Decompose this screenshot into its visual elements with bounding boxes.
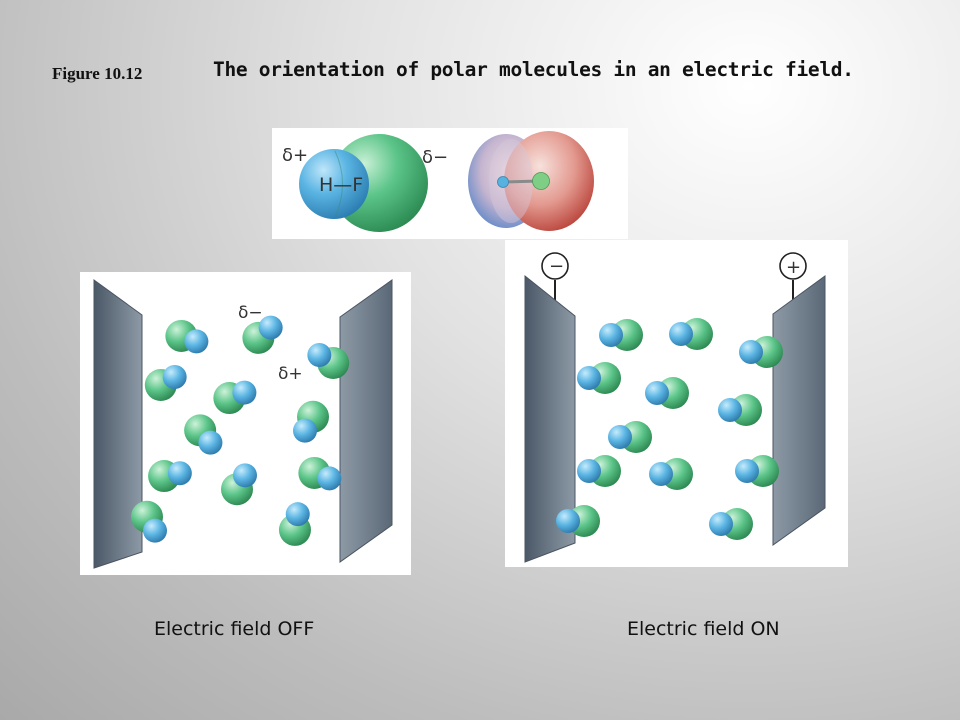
- negative-terminal: −: [541, 252, 569, 302]
- left-plate: [524, 274, 576, 563]
- hf-molecule: [278, 502, 311, 546]
- delta-plus-label: δ+: [282, 145, 308, 166]
- hydrogen-atom: [233, 463, 257, 488]
- hydrogen-atom: [307, 343, 332, 367]
- hydrogen-atom: [608, 425, 632, 449]
- right-plate: [339, 279, 393, 563]
- delta-plus-label: δ+: [278, 364, 303, 384]
- caption-field-on: Electric field ON: [627, 618, 780, 640]
- figure-number: Figure 10.12: [52, 64, 143, 83]
- hydrogen-atom: [184, 329, 209, 354]
- hf-molecule: [739, 336, 783, 368]
- hf-molecule: [307, 343, 350, 379]
- hf-molecule: [213, 380, 257, 415]
- hydrogen-atom: [709, 512, 733, 536]
- hf-molecule: [221, 463, 257, 506]
- hydrogen-atom: [739, 340, 763, 364]
- molecules-aligned: [556, 318, 783, 540]
- fluorine-ball: [532, 172, 550, 190]
- delta-minus-label: δ−: [238, 303, 263, 323]
- hydrogen-atom: [577, 459, 601, 483]
- hf-molecule: [298, 456, 342, 491]
- hydrogen-atom: [735, 459, 759, 483]
- hf-molecule: [718, 394, 762, 426]
- molecules-random: [131, 315, 350, 546]
- hf-molecule: [131, 500, 167, 543]
- hydrogen-atom: [285, 502, 310, 527]
- hydrogen-atom: [556, 509, 580, 533]
- field-off-illustration: δ− δ+: [93, 279, 393, 569]
- hf-model-illustration: H—F δ+ δ−: [282, 131, 594, 232]
- hydrogen-atom: [198, 430, 223, 455]
- hf-molecule: [709, 508, 753, 540]
- figure-title: The orientation of polar molecules in an…: [213, 58, 854, 81]
- hydrogen-atom: [577, 366, 601, 390]
- hf-molecule: [669, 318, 713, 350]
- hydrogen-atom: [167, 461, 192, 486]
- hf-molecule: [242, 315, 283, 354]
- hf-molecule: [645, 377, 689, 409]
- hf-molecule: [735, 455, 779, 487]
- hydrogen-atom: [232, 380, 257, 405]
- field-on-panel: − +: [505, 240, 848, 567]
- hf-molecule: [144, 365, 187, 401]
- field-off-panel: δ− δ+: [80, 272, 411, 575]
- negative-sign: −: [549, 256, 564, 277]
- hydrogen-ball: [497, 176, 509, 188]
- hf-molecule: [608, 421, 652, 453]
- hf-molecule: [556, 505, 600, 537]
- delta-minus-label: δ−: [422, 147, 448, 168]
- positive-terminal: +: [779, 252, 807, 300]
- hf-molecule: [293, 400, 329, 443]
- caption-field-off: Electric field OFF: [154, 618, 315, 640]
- hf-molecule: [577, 455, 621, 487]
- hydrogen-atom: [317, 466, 342, 491]
- hf-molecule: [577, 362, 621, 394]
- hydrogen-atom: [143, 518, 167, 543]
- positive-sign: +: [786, 257, 801, 278]
- hf-molecule: [148, 460, 192, 493]
- hydrogen-atom: [669, 322, 693, 346]
- hf-molecule: [184, 414, 223, 455]
- hydrogen-atom: [645, 381, 669, 405]
- hydrogen-atom: [299, 149, 369, 219]
- hydrogen-atom: [718, 398, 742, 422]
- hydrogen-atom: [162, 365, 187, 389]
- bond-label: H—F: [319, 174, 363, 196]
- hydrogen-atom: [258, 315, 283, 340]
- electrostatic-potential-map: [468, 131, 594, 231]
- hf-molecule: [649, 458, 693, 490]
- hydrogen-atom: [649, 462, 673, 486]
- left-plate: [93, 279, 143, 569]
- hf-model-panel: H—F δ+ δ−: [272, 128, 628, 239]
- hf-molecule: [599, 319, 643, 351]
- hf-molecule: [165, 319, 209, 354]
- right-plate: [772, 275, 826, 546]
- hydrogen-atom: [293, 418, 317, 443]
- hf-space-filling-model: H—F: [299, 134, 428, 232]
- hydrogen-atom: [599, 323, 623, 347]
- field-on-illustration: − +: [524, 252, 826, 563]
